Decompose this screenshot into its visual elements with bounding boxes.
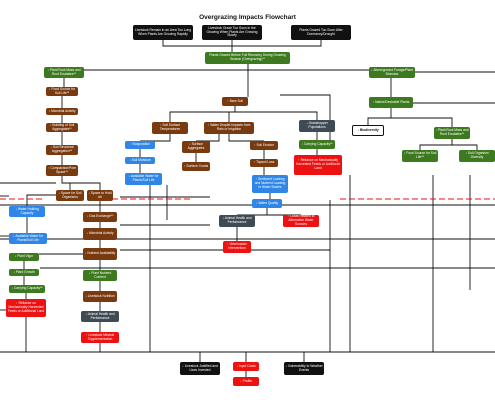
flowchart-node-n15: ↓ Available Water for Plants/Soil Life bbox=[9, 233, 47, 244]
flowchart-node-n14: ↓ Water Holding Capacity bbox=[9, 206, 45, 217]
flowchart-node-n22: ↑ Reliance on Mechanically Harvested Fee… bbox=[6, 299, 46, 317]
flowchart-node-n47: ↓ Plant Root Mass and Root Exudates** bbox=[434, 127, 470, 139]
flowchart-node-n03: Plants Grazed Too Soon After Dormancy/Dr… bbox=[291, 25, 351, 40]
flowchart-node-n44: ↑ Reliance on Mechanically Harvested Fee… bbox=[294, 155, 342, 175]
connector-48 bbox=[419, 139, 453, 150]
flowchart-node-n28: ↑ Soil Surface Temperatures bbox=[152, 122, 188, 134]
flowchart-node-n02: Livestock Graze Too Soon in the Growing … bbox=[202, 25, 262, 40]
connector-46 bbox=[367, 108, 392, 125]
flowchart-node-n53: ↓ Vulnerability to Weather Events bbox=[284, 362, 324, 375]
flowchart-node-n49: ↓ Soil Organism Diversity bbox=[459, 150, 495, 162]
flowchart-node-n07: ↓ Food Source for Soil Life** bbox=[46, 87, 78, 96]
connector-28 bbox=[169, 106, 236, 122]
flowchart-node-n27: ↑ Bare Soil bbox=[222, 97, 248, 106]
connector-11 bbox=[62, 182, 101, 190]
flowchart-node-n05: ↓ Plant Root Mass and Root Exudates** bbox=[44, 67, 84, 78]
flowchart-node-n52: ↓ Profits bbox=[233, 377, 259, 386]
flowchart-node-n16: ↓ Gas Exchange** bbox=[83, 212, 117, 222]
connector-31 bbox=[140, 134, 171, 142]
flowchart-node-n45: ↑ Native/Desirable Plants bbox=[369, 97, 413, 108]
flowchart-node-n24: ↓ Livestock Nutrition bbox=[83, 291, 117, 302]
page-title: Overgrazing Impacts Flowchart bbox=[199, 14, 296, 21]
flowchart-node-n43: ↓ Carrying Capacity** bbox=[299, 140, 335, 149]
flowchart-node-n23: ↓ Plant Nutrient Content bbox=[83, 270, 117, 281]
connector-13 bbox=[26, 194, 56, 206]
flowchart-node-n17: ↓ Microbial Activity bbox=[83, 228, 117, 240]
flowchart-node-n50: ↓ Livestock Justified and Uses Invested bbox=[180, 362, 220, 375]
flowchart-node-n51: ↓ Input Costs bbox=[233, 362, 259, 371]
flowchart-node-n12: ↓ Space for Soil Organisms bbox=[56, 190, 84, 201]
flowchart-node-n34: ↑ Surface Crusts bbox=[182, 162, 210, 171]
flowchart-node-n36: ↑ Topsoil Loss bbox=[250, 159, 278, 167]
flowchart-node-n26: ↑ Livestock Mineral Supplementation bbox=[81, 332, 119, 343]
flowchart-node-n09: ↓ Building of Soil Aggregates** bbox=[46, 123, 78, 132]
flowchart-node-n13: ↓ Space to Hold Air bbox=[87, 190, 113, 201]
flowchart-node-n33: ↓ Surface Aggregates bbox=[182, 141, 210, 153]
flowchart-node-n01: Livestock Remain in an Area Too Long Whe… bbox=[133, 25, 193, 40]
flowchart-node-n46: ↓ Biodiversity bbox=[352, 125, 384, 136]
flowchart-node-n41: ↑ Veterinarian Intervention bbox=[223, 241, 251, 253]
flowchart-node-n25: ↓ Animal Health and Performance bbox=[81, 311, 119, 322]
flowchart-node-n04: Plants Grazed Before Full Recovery Durin… bbox=[205, 52, 290, 64]
flowchart-node-n37: ↑ Sediment Loading and Nutrient Loading … bbox=[252, 175, 288, 193]
connector-36 bbox=[228, 134, 264, 142]
flowchart-node-n18: ↓ Nutrient Availability bbox=[83, 248, 117, 260]
connector-63 bbox=[280, 94, 331, 140]
connector-29 bbox=[235, 111, 318, 120]
flowchart-node-n30: ↓ Soil Moisture bbox=[125, 157, 155, 164]
flowchart-node-n06: ↓ Aboveground Forage/Plant Biomass bbox=[369, 67, 415, 78]
flowchart-node-n10: ↓ Soil Structural Aggregation** bbox=[46, 145, 78, 155]
flowchart-node-n21: ↓ Carrying Capacity** bbox=[9, 285, 45, 293]
connector-49 bbox=[452, 144, 478, 150]
flowchart-node-n39: ↓ Animal Health and Performance bbox=[219, 215, 255, 227]
connector-3 bbox=[247, 64, 369, 71]
flowchart-node-n08: ↓ Microbial Activity bbox=[46, 108, 78, 115]
connector-34 bbox=[196, 134, 220, 142]
flowchart-node-n42: ↓ Grasshopper Populations bbox=[299, 120, 335, 132]
flowchart-node-n19: ↓ Plant Vigor bbox=[9, 253, 39, 261]
flowchart-node-n11: ↑ Compaction/Pore Space** bbox=[46, 165, 78, 176]
flowchart-node-n31: ↓ Available Water for Plants/Soil Life bbox=[125, 173, 162, 185]
flowchart-node-n20: ↓ Plant Growth bbox=[9, 269, 39, 276]
connector-2 bbox=[84, 64, 249, 71]
connector-0 bbox=[162, 40, 322, 47]
flowchart-node-n48: ↓ Food Source for Soil Life** bbox=[402, 150, 438, 162]
flowchart-node-n38: ↓ Water Quality bbox=[252, 199, 282, 208]
connector-47 bbox=[391, 117, 453, 127]
flowchart-node-n32: ↑ Water Droplet Impacts from Rain or Irr… bbox=[204, 122, 254, 134]
flowchart-node-n29: ↑ Evaporation bbox=[125, 141, 155, 149]
flowchart-node-n40: ↑ Costs Related to Alternative Water Sou… bbox=[283, 215, 319, 227]
connector-40 bbox=[237, 208, 268, 216]
flowchart-node-n35: ↑ Soil Erosion bbox=[250, 141, 278, 150]
